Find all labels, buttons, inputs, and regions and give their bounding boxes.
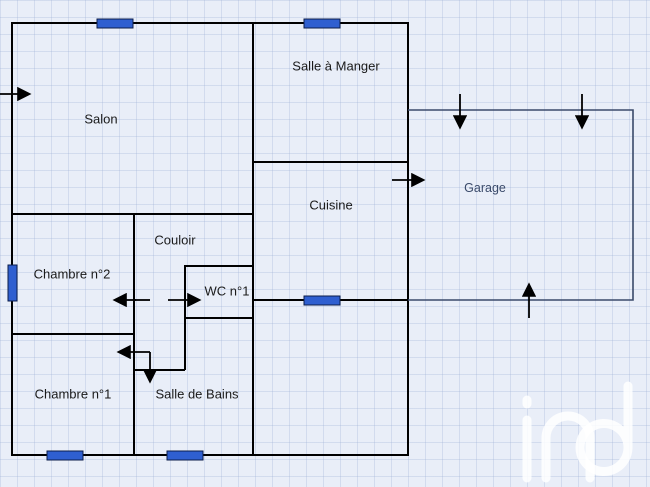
window-bedroom1-bottom (46, 450, 84, 461)
room-label-couloir: Couloir (154, 232, 196, 248)
window-bedroom2-left (7, 264, 18, 302)
room-label-salon: Salon (84, 111, 118, 127)
room-label-cuisine: Cuisine (309, 197, 353, 213)
window-salon-top (96, 18, 134, 29)
room-label-salle-a-manger: Salle à Manger (292, 58, 380, 74)
window-dining-top (303, 18, 341, 29)
door-arrows (0, 86, 590, 384)
iad-watermark-logo-icon (518, 378, 650, 487)
room-label-chambre-1: Chambre n°1 (34, 386, 112, 402)
garage-walls (408, 109, 634, 301)
window-kitchen-bottom (303, 295, 341, 306)
windows (7, 18, 341, 461)
room-label-wc-1: WC n°1 (204, 283, 250, 299)
window-bathroom-bottom (166, 450, 204, 461)
room-label-salle-de-bains: Salle de Bains (155, 386, 239, 402)
room-label-garage: Garage (464, 181, 506, 195)
wall-wc-outer (184, 265, 253, 370)
room-label-chambre-2: Chambre n°2 (33, 266, 111, 282)
